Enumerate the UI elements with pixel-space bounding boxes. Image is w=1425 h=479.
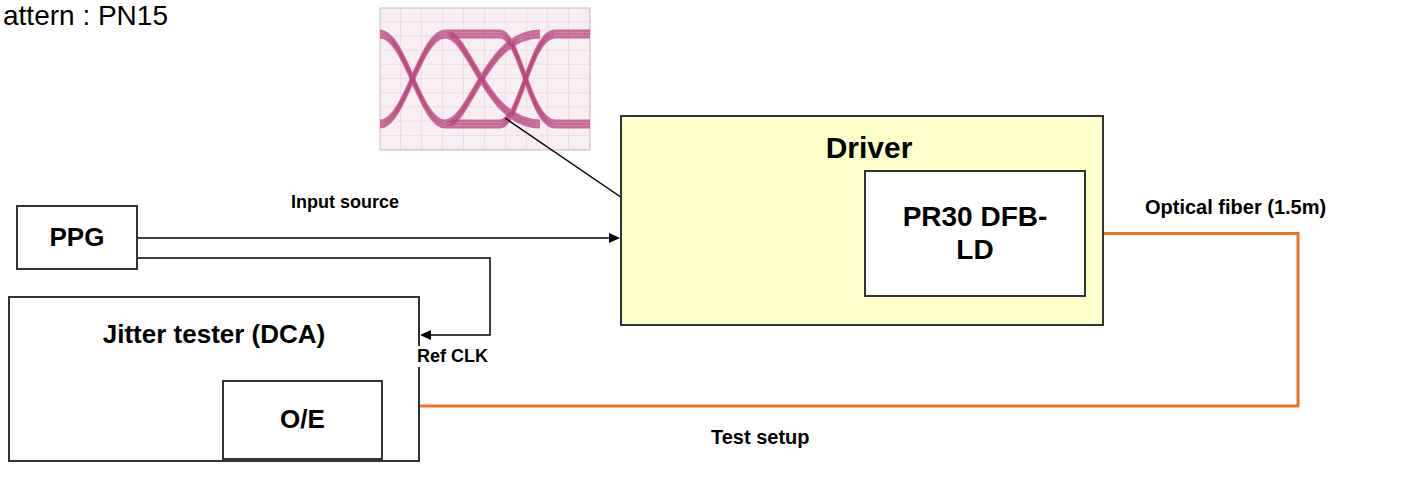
generator-box: PPG xyxy=(16,205,138,270)
pattern-note: attern : PN15 xyxy=(0,0,171,32)
node-label: Jitter tester (DCA) xyxy=(10,320,418,350)
converter-box: O/E xyxy=(222,380,383,460)
eye-pattern xyxy=(380,31,590,127)
edge-label: Ref CLK xyxy=(414,346,491,367)
node-label: PPG xyxy=(50,223,105,253)
arrow-head xyxy=(609,233,620,243)
eye-screen xyxy=(380,8,590,150)
edge-label: Input source xyxy=(288,192,402,213)
figure-caption: Test setup xyxy=(708,426,813,449)
tester-box: Jitter tester (DCA) O/E xyxy=(8,296,420,462)
driver-box: DriverPR30 DFB-LD xyxy=(620,115,1104,326)
arrow-head xyxy=(420,330,431,340)
eye-grid xyxy=(380,8,590,150)
connector xyxy=(138,237,612,239)
laser-box: PR30 DFB-LD xyxy=(864,170,1086,297)
node-label: O/E xyxy=(280,405,325,435)
edge-label: Optical fiber (1.5m) xyxy=(1142,196,1329,219)
node-label: PR30 DFB-LD xyxy=(890,201,1060,265)
eye-trace xyxy=(380,37,590,127)
node-label: Driver xyxy=(636,131,1102,166)
